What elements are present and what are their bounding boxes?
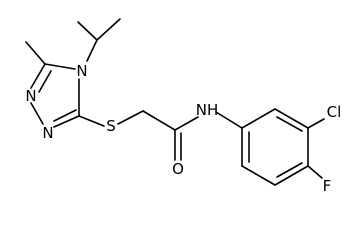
bond-ring-c4-c5 xyxy=(274,165,309,186)
bond-ring-c4-c5-inner xyxy=(276,162,303,178)
atom-label-cl: Cl xyxy=(327,103,342,121)
atom-label-n1: N xyxy=(25,87,36,105)
bond-c5-n4 xyxy=(44,63,76,70)
bond-isopropyl-methyl-left xyxy=(77,21,98,41)
bond-n2-c3 xyxy=(53,115,80,128)
bond-methyl-c5 xyxy=(25,41,46,65)
bond-c5-n1 xyxy=(30,63,46,89)
molecule-canvas: N N N S O NH Cl F xyxy=(25,18,342,195)
atom-label-n2: N xyxy=(42,124,53,142)
bond-isopropyl-to-n4 xyxy=(86,39,98,62)
bond-s-ch2 xyxy=(117,110,144,125)
atom-label-n4: N xyxy=(76,62,87,80)
bond-n1-n2 xyxy=(30,102,44,125)
bond-isopropyl-methyl-right xyxy=(96,18,121,41)
bond-nh-ring xyxy=(215,111,243,129)
bond-ch2-carbonyl xyxy=(142,110,176,131)
atom-label-o: O xyxy=(172,160,184,178)
atom-label-s: S xyxy=(106,117,116,135)
bond-c3-s xyxy=(78,115,105,127)
bond-ring-f xyxy=(307,165,323,179)
bond-ring-c1-c2 xyxy=(241,108,276,129)
atom-label-f: F xyxy=(323,177,332,195)
bond-ring-c5-c6 xyxy=(241,165,276,186)
atom-label-nh: NH xyxy=(196,101,219,119)
bond-c5-n1-double xyxy=(38,70,52,93)
bond-ring-c2-c3-inner xyxy=(276,116,303,132)
bond-ring-c2-c3 xyxy=(274,108,309,129)
structure-diagram: N N N S O NH Cl F xyxy=(25,18,342,195)
bond-n2-c3-double xyxy=(53,109,77,122)
bond-ring-cl xyxy=(307,118,325,129)
bond-carbonyl-nh xyxy=(174,116,199,131)
